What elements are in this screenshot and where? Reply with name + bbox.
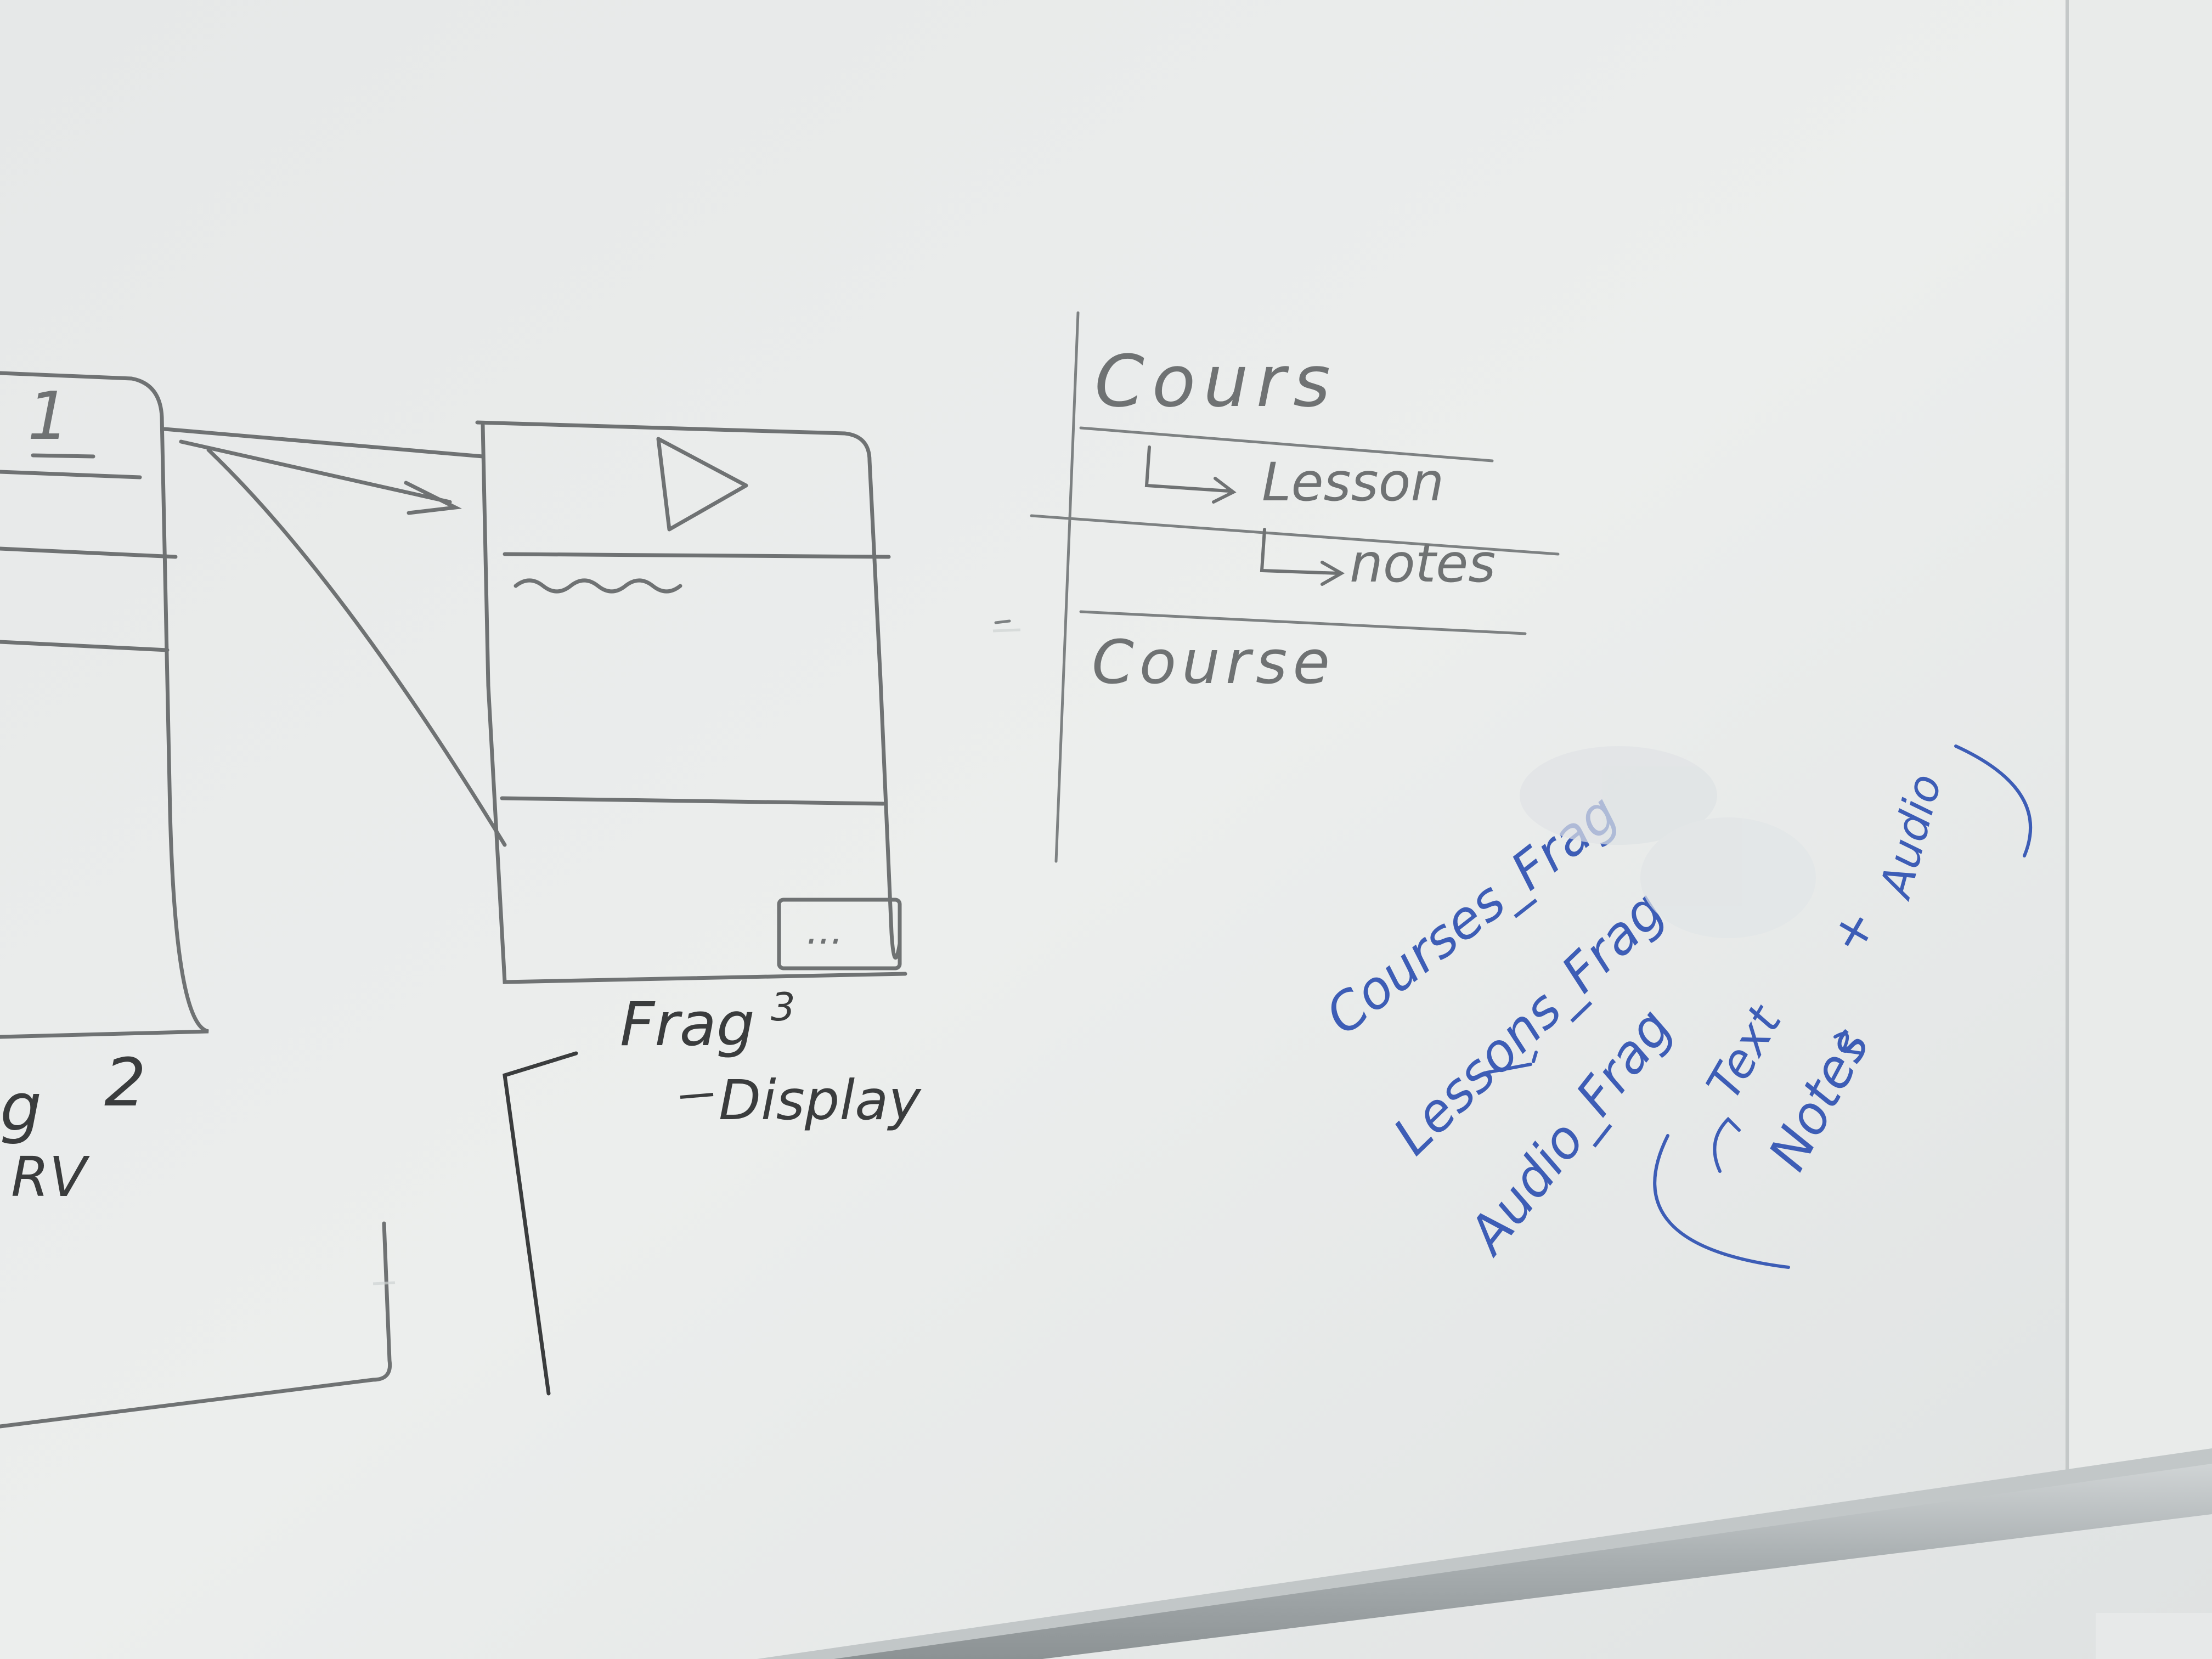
wall-corner (2096, 1613, 2212, 1659)
play-icon (656, 437, 748, 532)
frag3-phone-sketch (475, 420, 907, 984)
frag3-label: Frag (620, 989, 755, 1059)
hierarchy-arrows (1144, 445, 1345, 586)
more-button-sketch: ... (777, 898, 902, 970)
table-row-lesson: Lesson (1262, 452, 1444, 513)
frag3-labels: Frag 3 Display (620, 985, 922, 1132)
ghost-marks (373, 628, 1816, 1285)
table-row-course-1: Cours (1094, 340, 1338, 423)
table-row-course-2: Course (1092, 627, 1335, 697)
tray-lip (757, 1448, 2212, 1659)
right-panel (2069, 0, 2212, 1481)
frag-label-partial: g (0, 1070, 42, 1146)
more-button-label: ... (806, 908, 843, 953)
hierarchy-labels: Cours Lesson notes Course (1092, 340, 1496, 697)
frag3-number: 3 (771, 985, 795, 1030)
transition-arrows (162, 427, 507, 847)
display-dash (680, 1093, 714, 1099)
blue-note-strokes (1485, 744, 2033, 1269)
hierarchy-table (994, 311, 1560, 863)
lower-bracket (503, 1051, 578, 1396)
left-sketch-labels: 1 g 2 RV (0, 379, 146, 1209)
frag-number: 2 (104, 1045, 146, 1121)
frag3-sub-label: Display (719, 1068, 922, 1132)
left-phone-sketch (0, 371, 392, 1429)
screen-number: 1 (27, 379, 69, 455)
rv-label: RV (11, 1145, 90, 1209)
table-row-notes: notes (1350, 533, 1496, 594)
